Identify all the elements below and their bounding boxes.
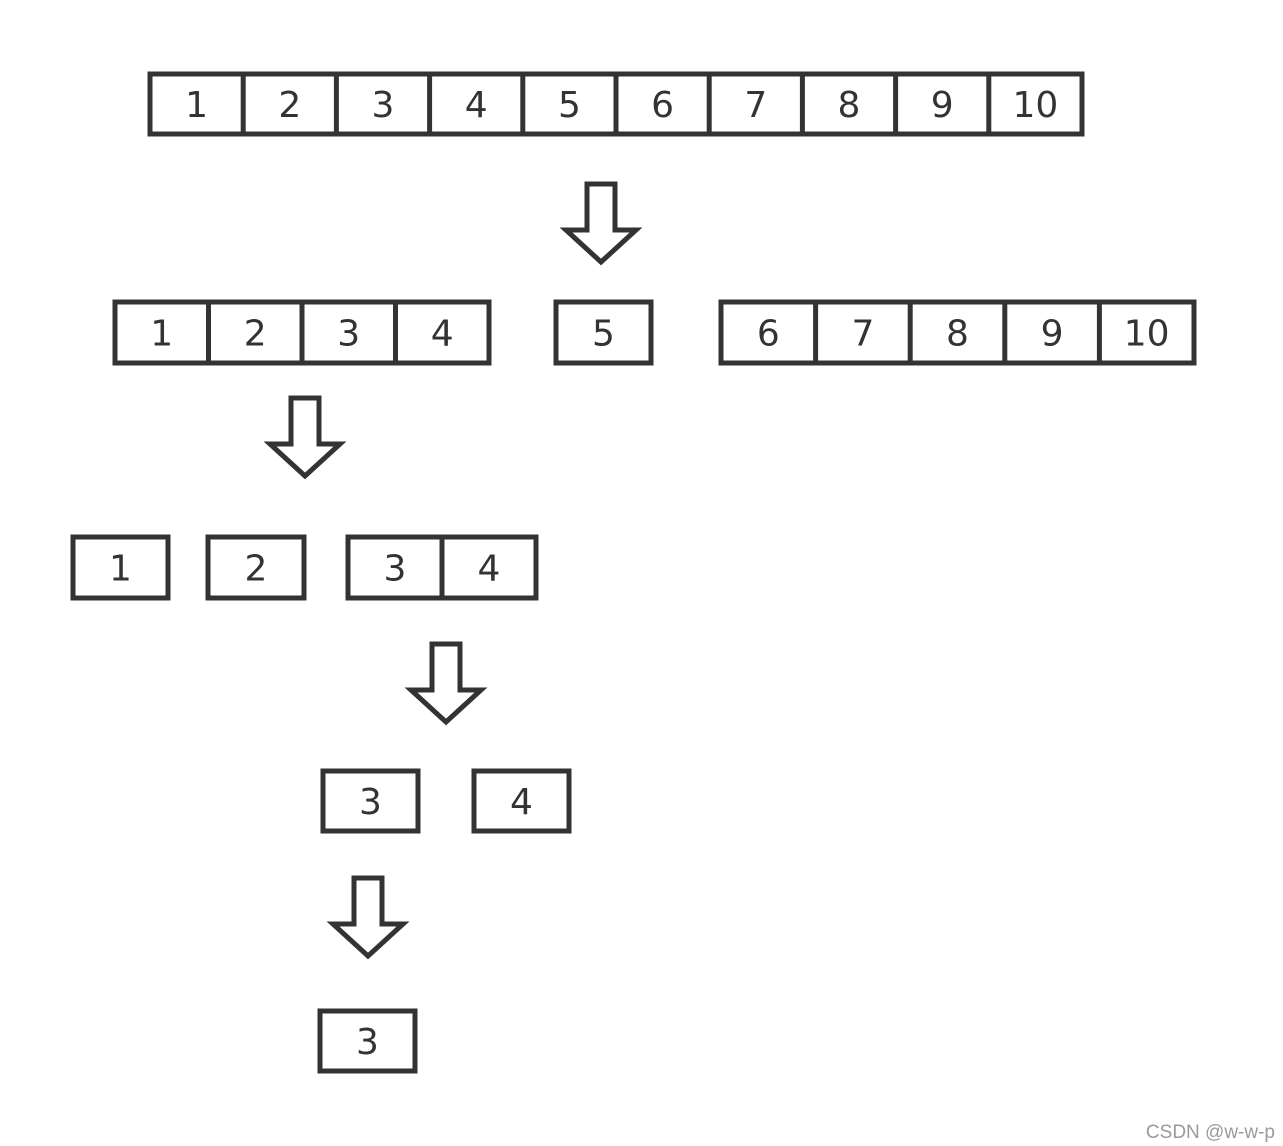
group-single-4: 4 <box>471 768 572 834</box>
cell-value: 2 <box>278 85 301 126</box>
cell-value: 4 <box>431 314 454 355</box>
group-border <box>70 534 171 601</box>
down-arrow-icon <box>263 395 347 480</box>
watermark: CSDN @w-w-p <box>1145 1122 1275 1143</box>
cell-value: 1 <box>150 314 173 355</box>
cell-value: 3 <box>337 314 360 355</box>
cell-value: 6 <box>757 314 780 355</box>
group-single-3: 3 <box>320 768 421 834</box>
cell-value: 3 <box>372 85 395 126</box>
cell-value: 2 <box>245 549 268 590</box>
group-split-left: 1 2 3 4 <box>112 299 492 366</box>
cell-value: 3 <box>384 549 407 590</box>
cell-value: 5 <box>592 314 615 355</box>
cell-value: 9 <box>931 85 954 126</box>
group-split-pivot: 5 <box>553 299 654 366</box>
cell-value: 2 <box>244 314 267 355</box>
group-border <box>553 299 654 366</box>
cell-value: 7 <box>851 314 874 355</box>
cell-value: 6 <box>651 85 674 126</box>
group-border <box>317 1008 418 1074</box>
cell-value: 1 <box>109 549 132 590</box>
group-border <box>320 768 421 834</box>
cell-value: 5 <box>558 85 581 126</box>
group-subsplit-2: 2 <box>205 534 307 601</box>
group-subsplit-1: 1 <box>70 534 171 601</box>
cell-value: 8 <box>946 314 969 355</box>
down-arrow-icon <box>404 641 488 726</box>
cell-value: 3 <box>356 1022 379 1063</box>
group-split-right: 6 7 8 9 10 <box>718 299 1197 366</box>
cell-value: 10 <box>1012 85 1058 126</box>
cell-value: 10 <box>1124 314 1170 355</box>
cell-value: 3 <box>359 782 382 823</box>
group-border <box>205 534 307 601</box>
cell-value: 9 <box>1041 314 1064 355</box>
group-array-full: 1 2 3 4 5 6 7 8 9 10 <box>147 71 1085 137</box>
cell-value: 1 <box>185 85 208 126</box>
cell-value: 4 <box>465 85 488 126</box>
cell-value: 8 <box>838 85 861 126</box>
group-border <box>718 299 1197 366</box>
cell-value: 4 <box>510 782 533 823</box>
cell-value: 4 <box>478 549 501 590</box>
down-arrow-icon <box>559 181 643 266</box>
cell-value: 7 <box>744 85 767 126</box>
group-border <box>471 768 572 834</box>
down-arrow-icon <box>326 875 410 960</box>
group-result-3: 3 <box>317 1008 418 1074</box>
